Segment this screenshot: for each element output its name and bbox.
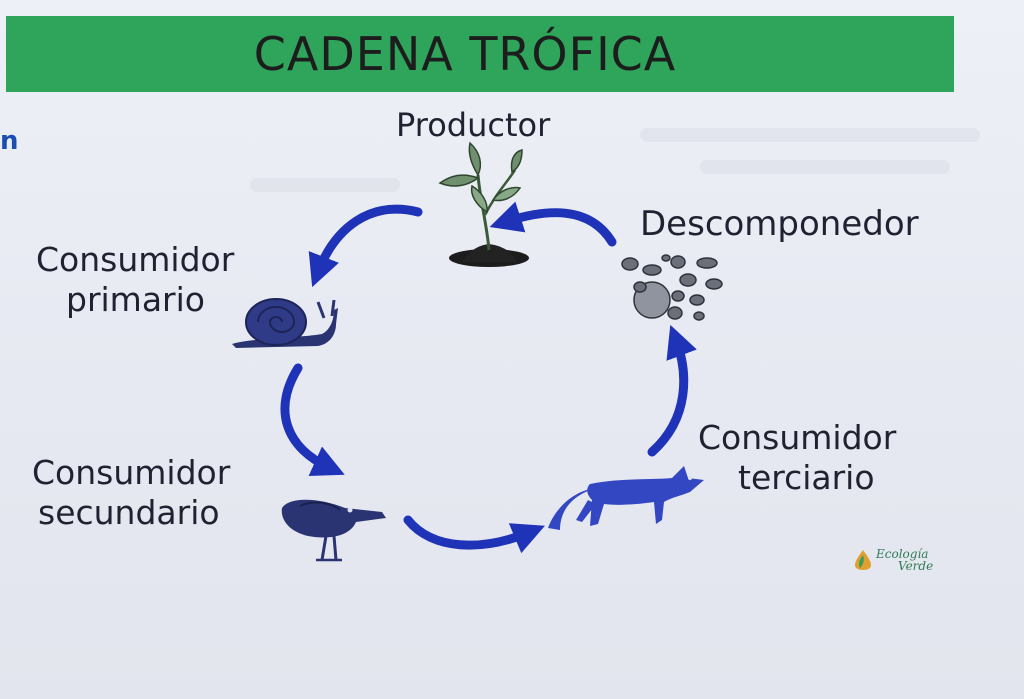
label-productor-text: Productor — [396, 106, 551, 144]
label-descomponedor-text: Descomponedor — [640, 204, 919, 244]
plant-sprout-icon — [438, 141, 529, 267]
logo-line1: Ecología — [876, 547, 929, 561]
label-line-2: terciario — [738, 457, 875, 497]
bird-icon — [281, 499, 386, 562]
decomposer-particles-icon — [621, 254, 723, 321]
arrow-descomponedor-to-productor — [489, 201, 617, 247]
bleed-through-line — [250, 178, 400, 192]
arrow-primario-to-secundario — [280, 363, 345, 477]
arrow-productor-to-primario — [308, 204, 423, 288]
arrow-secundario-to-terciario — [403, 515, 545, 554]
label-productor: Productor — [396, 106, 550, 144]
bleed-through-line — [700, 160, 950, 174]
ecologia-verde-logo: Ecología Verde — [854, 548, 933, 572]
label-descomponedor: Descomponedor — [640, 204, 919, 245]
fox-icon — [548, 466, 704, 530]
label-consumidor-secundario: Consumidor secundario — [32, 453, 230, 532]
title-banner: CADENA TRÓFICA — [6, 16, 954, 92]
snail-icon — [232, 298, 338, 348]
cycle-arrows — [280, 201, 697, 554]
label-line-1: Consumidor — [698, 418, 897, 457]
logo-line2: Verde — [898, 559, 934, 573]
label-line-2: secundario — [38, 492, 220, 532]
label-line-1: Consumidor — [32, 453, 231, 492]
label-consumidor-terciario: Consumidor terciario — [698, 418, 896, 497]
label-consumidor-primario: Consumidor primario — [36, 240, 234, 319]
diagram-title: CADENA TRÓFICA — [253, 27, 677, 81]
bleed-through-line — [640, 128, 980, 142]
label-line-2: primario — [66, 279, 205, 319]
leaf-drop-icon — [855, 550, 871, 570]
label-line-1: Consumidor — [36, 240, 235, 279]
arrow-terciario-to-descomponedor — [647, 324, 697, 457]
margin-mark: n — [0, 126, 19, 156]
